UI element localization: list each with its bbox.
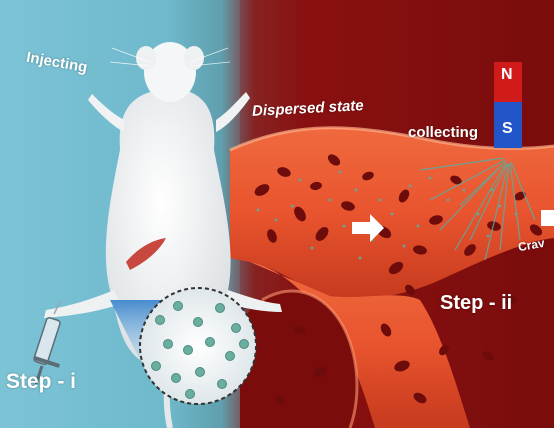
- collecting-label: collecting: [408, 124, 479, 141]
- syringe-icon: [33, 301, 61, 385]
- vessel-wall-inner: [261, 289, 359, 428]
- magnet-icon: [494, 62, 522, 148]
- step-i-label: Step - i: [6, 370, 77, 393]
- magnet-south-label: S: [502, 120, 513, 137]
- nanoparticles: [256, 170, 518, 260]
- magnifier-circle-icon: [139, 287, 257, 405]
- magnet-north-label: N: [501, 66, 513, 83]
- red-blood-cells: [254, 154, 543, 406]
- tissue-gap: [240, 291, 357, 428]
- nanoparticle-stream: [419, 157, 536, 261]
- step-ii-label: Step - ii: [440, 292, 513, 314]
- blood-vessel-branch: [250, 262, 470, 428]
- flow-arrow-icon-right: [541, 210, 554, 226]
- vessel-wall-top: [229, 126, 554, 152]
- flow-arrow-icon: [352, 214, 384, 242]
